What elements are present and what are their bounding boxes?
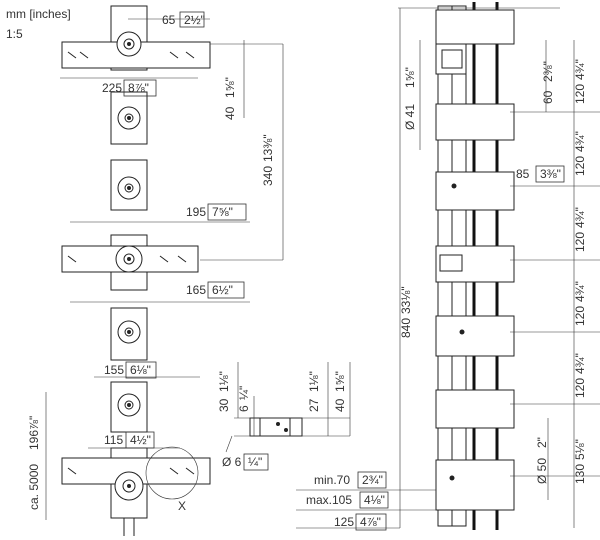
dim-125-inch: 4⅞" bbox=[360, 515, 381, 529]
dim-5000-inch: 196⅞" bbox=[27, 416, 41, 450]
dim-min70-inch: 2¾" bbox=[362, 473, 383, 487]
dim-120c: 120 bbox=[573, 232, 587, 252]
dim-85: 85 bbox=[516, 167, 530, 181]
dim-30: 30 bbox=[217, 398, 231, 412]
dim-840-inch: 33⅛" bbox=[399, 286, 413, 314]
dim-165: 165 bbox=[186, 283, 206, 297]
dim-225: 225 bbox=[102, 81, 122, 95]
dim-dia6-inch: ¼" bbox=[248, 455, 262, 469]
dim-195-inch: 7⅝" bbox=[212, 205, 233, 219]
left-column-elevation bbox=[61, 5, 211, 536]
dim-min70: min.70 bbox=[314, 473, 350, 487]
dim-85-inch: 3⅜" bbox=[540, 167, 561, 181]
dim-40-inch: 1⅝" bbox=[223, 77, 237, 98]
scale-label: 1:5 bbox=[6, 27, 23, 41]
dim-40b: 40 bbox=[333, 398, 347, 412]
dim-120e-inch: 4¾" bbox=[573, 353, 587, 374]
dim-27-inch: 1⅛" bbox=[307, 371, 321, 392]
dim-120d-inch: 4¾" bbox=[573, 281, 587, 302]
dim-120a: 120 bbox=[573, 84, 587, 104]
dim-dia41-inch: 1⅝" bbox=[403, 67, 417, 88]
dim-60: 60 bbox=[541, 90, 555, 104]
dim-dia50-inch: 2" bbox=[535, 437, 549, 448]
dim-dia50: Ø 50 bbox=[535, 458, 549, 484]
detail-x-label: X bbox=[178, 499, 186, 513]
dim-155: 155 bbox=[104, 363, 124, 377]
dim-130: 130 bbox=[573, 464, 587, 484]
detail-view bbox=[225, 362, 351, 453]
dim-dia41: Ø 41 bbox=[403, 104, 417, 130]
dim-115-inch: 4½" bbox=[130, 433, 151, 447]
dim-120d: 120 bbox=[573, 306, 587, 326]
dim-120c-inch: 4¾" bbox=[573, 207, 587, 228]
dim-30-inch: 1⅛" bbox=[217, 371, 231, 392]
dim-40b-inch: 1⅝" bbox=[333, 371, 347, 392]
dim-195: 195 bbox=[186, 205, 206, 219]
dim-130-inch: 5⅛" bbox=[573, 439, 587, 460]
dim-65: 65 bbox=[162, 13, 176, 27]
dim-dia6: Ø 6 bbox=[222, 455, 242, 469]
units-label: mm [inches] bbox=[6, 7, 71, 21]
dim-65-inch: 2½" bbox=[184, 13, 205, 27]
dim-27: 27 bbox=[307, 398, 321, 412]
dim-125: 125 bbox=[334, 515, 354, 529]
right-dimension-labels: Ø 41 1⅝" 60 2⅜" 120 4¾" 120 4¾" 85 3⅜" 8… bbox=[306, 59, 587, 531]
dim-225-inch: 8⅞" bbox=[128, 81, 149, 95]
dim-40: 40 bbox=[223, 106, 237, 120]
dim-165-inch: 6½" bbox=[212, 283, 233, 297]
left-dimension-labels: 65 2½" 225 8⅞" 40 1⅝" 340 13⅜" 195 7⅝" 1… bbox=[27, 11, 275, 513]
dim-115: 115 bbox=[104, 433, 123, 447]
right-column-elevation bbox=[435, 2, 515, 530]
dim-6-inch: ¼" bbox=[237, 386, 251, 400]
dim-120e: 120 bbox=[573, 378, 587, 398]
dim-340: 340 bbox=[261, 166, 275, 186]
dim-120a-inch: 4¾" bbox=[573, 59, 587, 80]
dim-max105: max.105 bbox=[306, 493, 352, 507]
dim-60-inch: 2⅜" bbox=[541, 61, 555, 82]
dim-max105-inch: 4⅛" bbox=[364, 493, 385, 507]
dim-840: 840 bbox=[399, 318, 413, 338]
dim-155-inch: 6⅛" bbox=[130, 363, 151, 377]
dim-120b-inch: 4¾" bbox=[573, 131, 587, 152]
dim-340-inch: 13⅜" bbox=[261, 134, 275, 162]
dim-6: 6 bbox=[237, 405, 251, 412]
dim-5000: ca. 5000 bbox=[27, 464, 41, 510]
dim-120b: 120 bbox=[573, 156, 587, 176]
detail-dimension-labels: 30 1⅛" 6 ¼" 27 1⅛" 40 1⅝" Ø 6 ¼" bbox=[217, 371, 347, 471]
